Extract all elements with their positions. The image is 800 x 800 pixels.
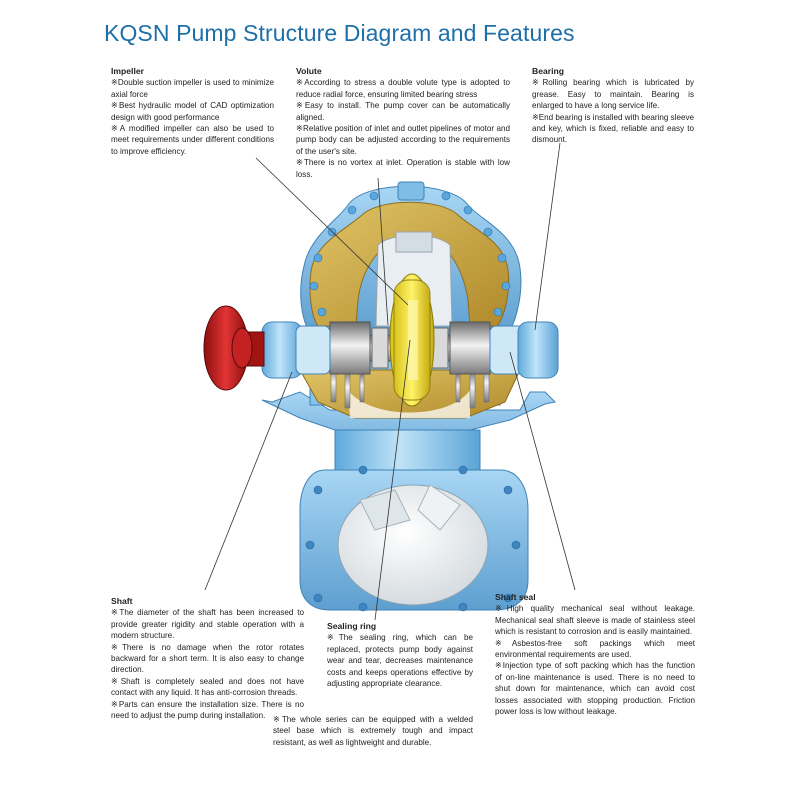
impeller-line: ※A modified impeller can also be used to… <box>111 124 274 156</box>
shaft-seal-line: ※Asbestos-free soft packings which meet … <box>495 638 695 660</box>
outlet-flange <box>299 429 529 611</box>
volute-line: ※Easy to install. The pump cover can be … <box>296 101 510 122</box>
volute-heading: Volute <box>296 66 322 76</box>
footnote-text: ※The whole series can be equipped with a… <box>273 715 473 747</box>
sealing-ring-callout: Sealing ring ※The sealing ring, which ca… <box>327 621 473 689</box>
bearing-callout: Bearing ※Rolling bearing which is lubric… <box>532 66 694 146</box>
casing-bolts <box>309 191 511 317</box>
impeller-line: ※Best hydraulic model of CAD optimizatio… <box>111 101 274 122</box>
impeller-heading: Impeller <box>111 66 144 76</box>
sealing-ring-heading: Sealing ring <box>327 621 377 631</box>
page-title: KQSN Pump Structure Diagram and Features <box>104 20 575 46</box>
impeller-callout: Impeller ※Double suction impeller is use… <box>111 66 274 157</box>
volute-line: ※According to stress a double volute typ… <box>296 78 510 99</box>
shaft-seal-callout: Shaft seal ※High quality mechanical seal… <box>495 592 695 717</box>
impeller-line: ※Double suction impeller is used to mini… <box>111 78 274 99</box>
bearing-heading: Bearing <box>532 66 564 76</box>
bearing-line: ※Rolling bearing which is lubricated by … <box>532 78 694 111</box>
volute-callout: Volute ※According to stress a double vol… <box>296 66 510 180</box>
volute-line: ※Relative position of inlet and outlet p… <box>296 124 510 156</box>
callout-leader-lines <box>204 142 576 621</box>
shaft-callout: Shaft ※The diameter of the shaft has bee… <box>111 596 304 721</box>
volute-line: ※There is no vortex at inlet. Operation … <box>296 158 510 179</box>
base-footnote: ※The whole series can be equipped with a… <box>273 714 473 748</box>
shaft-line: ※Parts can ensure the installation size.… <box>111 699 304 721</box>
shaft-seal-heading: Shaft seal <box>495 592 536 602</box>
shaft-seal-line: ※Injection type of soft packing which ha… <box>495 661 695 717</box>
shaft-line: ※There is no damage when the rotor rotat… <box>111 642 304 675</box>
bearing-housings <box>261 321 559 379</box>
flange-bolt-holes <box>305 465 521 612</box>
shaft-heading: Shaft <box>111 596 133 606</box>
sealing-ring-line: ※The sealing ring, which can be replaced… <box>327 633 473 689</box>
shaft-seal-line: ※High quality mechanical seal without le… <box>495 604 695 637</box>
shaft-line: ※Shaft is completely sealed and does not… <box>111 676 304 698</box>
impeller-graphic <box>389 273 435 407</box>
shaft-sleeves <box>329 321 491 375</box>
bearing-line: ※End bearing is installed with bearing s… <box>532 112 695 145</box>
coupling-handwheel <box>203 305 265 391</box>
shaft-line: ※The diameter of the shaft has been incr… <box>111 608 304 641</box>
